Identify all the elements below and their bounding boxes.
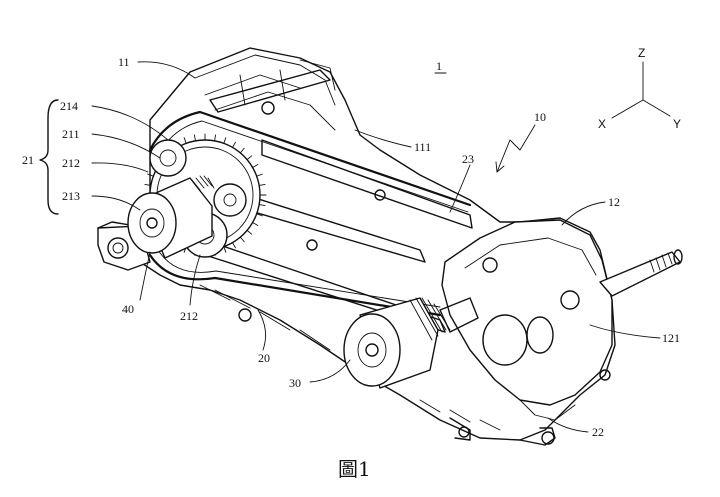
gear-tooth [144,183,152,186]
label-22: 22 [592,425,604,439]
coordinate-axes: Z X Y [598,46,681,131]
gear-tooth [223,246,227,253]
gear-tooth [232,141,236,148]
label-213: 213 [62,189,80,203]
motor-30 [343,297,479,389]
label-21: 21 [22,153,34,167]
gear-tooth [252,164,259,168]
gear-tooth [258,204,266,207]
gear-tooth [223,137,227,144]
axis-y-label: Y [673,117,681,131]
gear-tooth [239,236,245,243]
axis-x-label: X [598,117,606,131]
label-23: 23 [462,152,474,166]
gear-tooth [239,147,245,154]
label-1: 1 [436,59,442,73]
label-40: 40 [122,302,134,316]
gear-tooth [183,137,187,144]
leader-lines [39,61,661,433]
drive-belt [148,110,472,317]
axis-z-label: Z [638,46,645,60]
label-214: 214 [60,99,78,113]
gear-tooth [258,183,266,186]
gear-tooth [246,229,253,235]
gear-tooth [252,222,259,226]
gear-tooth [232,242,236,249]
label-212-lower: 212 [180,309,198,323]
gear-tooth [214,134,217,142]
label-11: 11 [118,55,130,69]
figure-caption: 圖1 [338,457,371,481]
gear-tooth [147,173,154,177]
label-211: 211 [62,127,80,141]
reference-numerals: 11 1 214 211 21 212 213 40 212 20 30 111… [22,55,680,439]
front-cover [441,219,683,421]
label-121: 121 [662,331,680,345]
gear-tooth [246,155,253,161]
gear-tooth [256,173,263,177]
label-12: 12 [608,195,620,209]
label-212-upper: 212 [62,156,80,170]
gear-tooth [193,134,196,142]
motor-40 [127,175,215,259]
gear-tooth [256,213,263,217]
label-20: 20 [258,351,270,365]
label-30: 30 [289,376,301,390]
label-10: 10 [534,110,546,124]
label-111: 111 [414,140,431,154]
